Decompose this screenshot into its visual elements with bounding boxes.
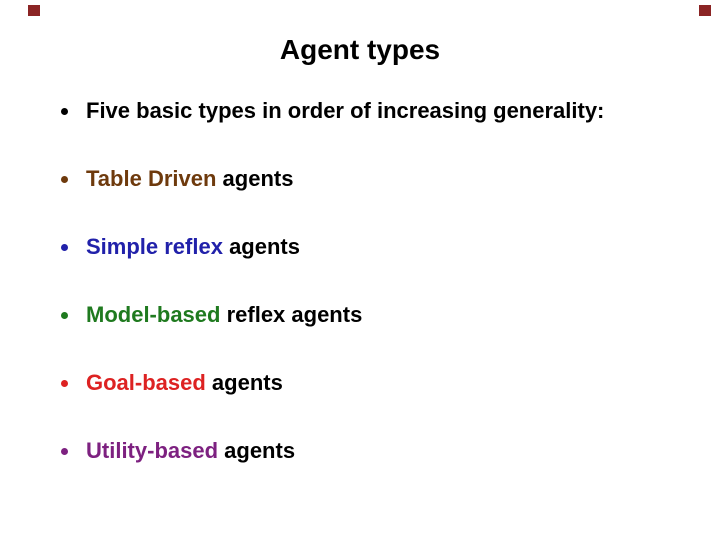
bullet-item-4: Goal-based agents — [56, 366, 676, 400]
bullet-dot-icon — [61, 380, 68, 387]
bullet-text-segment: Five basic types in order of increasing … — [86, 98, 605, 123]
bullet-item-1: Table Driven agents — [56, 162, 676, 196]
bullet-dot-icon — [61, 176, 68, 183]
bullet-dot-icon — [61, 244, 68, 251]
bullet-text-segment: agents — [205, 370, 283, 395]
bullet-text-segment: agents — [218, 438, 296, 463]
bullet-dot-icon — [61, 108, 68, 115]
bullet-item-5: Utility-based agents — [56, 434, 676, 468]
bullet-text-segment: Simple reflex — [86, 234, 223, 259]
bullet-text-segment: Model-based — [86, 302, 221, 327]
bullet-item-0: Five basic types in order of increasing … — [56, 94, 676, 128]
bullet-dot-icon — [61, 448, 68, 455]
bullet-text-segment: agents — [216, 166, 294, 191]
page-title: Agent types — [279, 34, 441, 65]
bullet-text-segment: agents — [222, 234, 300, 259]
bullet-dot-icon — [61, 312, 68, 319]
bullet-text-segment: reflex agents — [220, 302, 363, 327]
bullet-item-2: Simple reflex agents — [56, 230, 676, 264]
bullet-item-3: Model-based reflex agents — [56, 298, 676, 332]
corner-mark-left — [28, 5, 40, 16]
corner-mark-right — [699, 5, 711, 16]
bullet-text-segment: Utility-based — [86, 438, 219, 463]
bullet-text-segment: Goal-based — [86, 370, 206, 395]
bullet-text-segment: Table Driven — [86, 166, 217, 191]
